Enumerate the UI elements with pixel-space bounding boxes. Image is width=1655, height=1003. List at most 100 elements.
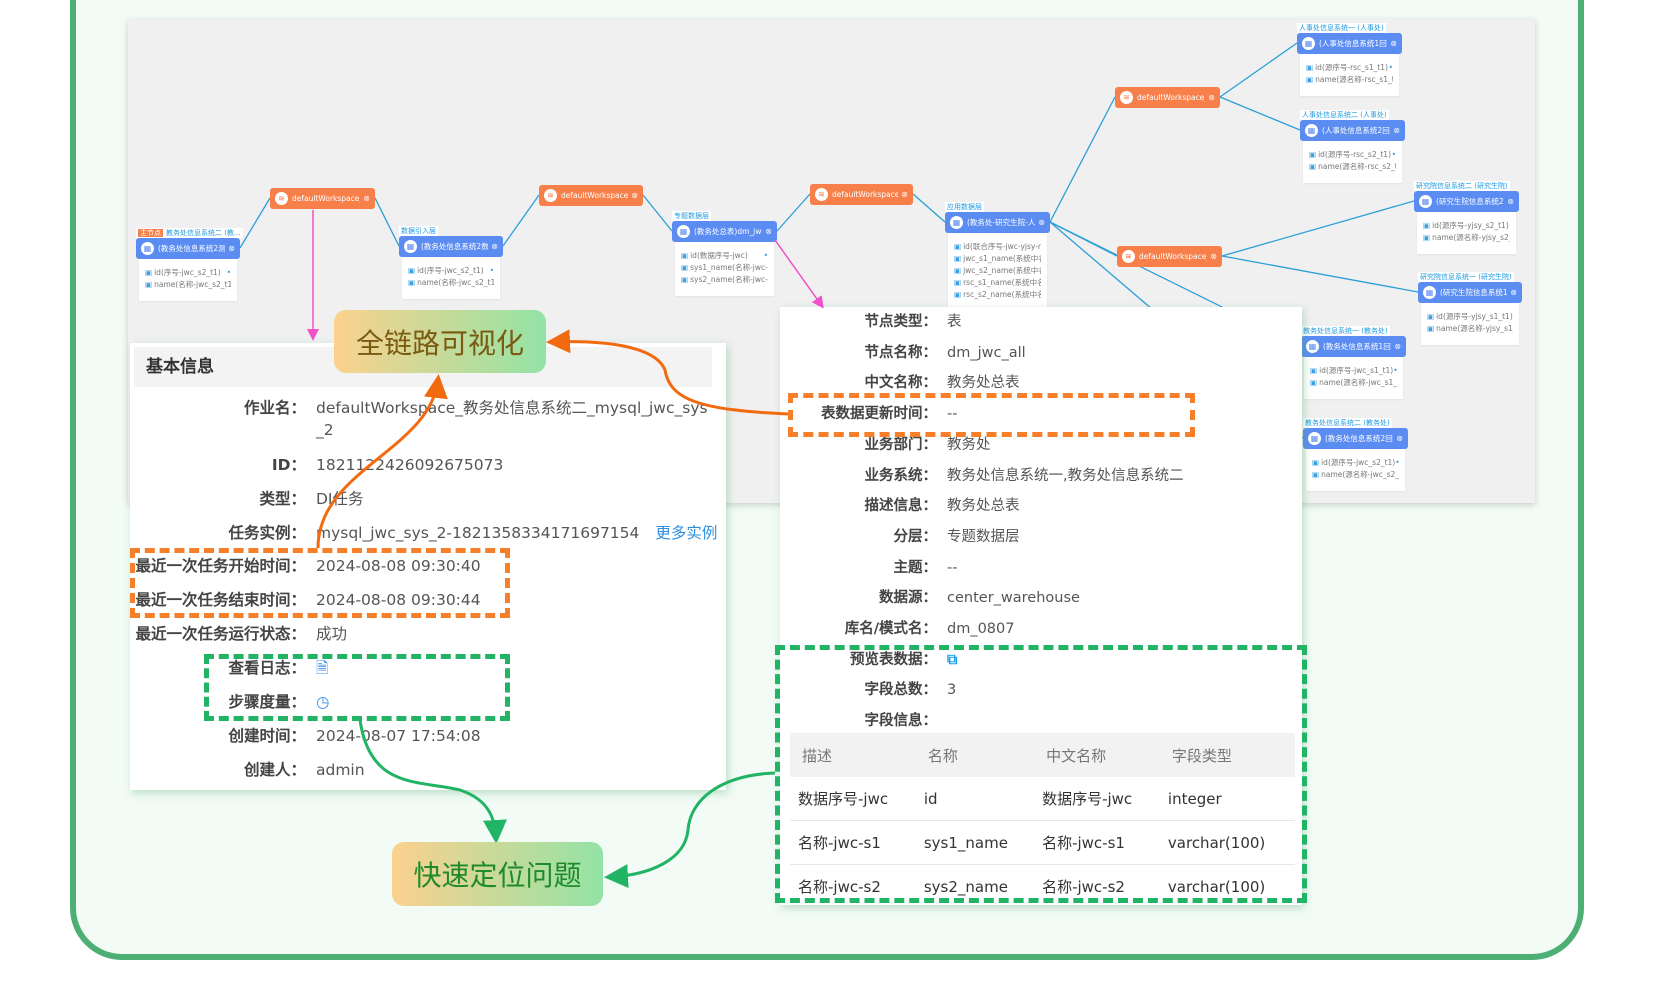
collapse-icon[interactable]: ⊗ bbox=[901, 190, 908, 199]
node-title: (教务处-研究生院-人... bbox=[967, 218, 1036, 227]
info-value: 1821122426092675073 bbox=[316, 456, 504, 474]
collapse-icon[interactable]: ⊗ bbox=[1208, 93, 1215, 102]
lineage-edge bbox=[912, 193, 946, 223]
node-field[interactable]: ▣id(源序号-jwc_s1_t1)• bbox=[1310, 365, 1397, 377]
job-node[interactable]: ≋defaultWorkspace_j...⊗ bbox=[539, 185, 643, 206]
job-node[interactable]: ≋defaultWorkspace_...⊗ bbox=[270, 188, 375, 209]
field-name: name(源名称-yjsy_s1_t1) bbox=[1436, 324, 1513, 333]
node-layer-label: 教务处信息系统二 (教务处) bbox=[1303, 418, 1392, 428]
node-field[interactable]: ▣name(源名称-yjsy_s1_t1)• bbox=[1427, 323, 1513, 335]
node-field[interactable]: ▣name(名称-jwc_s2_t1)• bbox=[408, 277, 494, 289]
layer-text: 教务处信息系统一 (教务处) bbox=[1303, 327, 1388, 335]
node-field[interactable]: ▣name(名称-jwc_s2_t1)• bbox=[145, 279, 231, 291]
node-field[interactable]: ▣name(源名称-yjsy_s2_t1)• bbox=[1423, 232, 1510, 244]
collapse-icon[interactable]: ⊗ bbox=[1510, 288, 1517, 297]
info-row: 最近一次任务运行状态：成功 bbox=[121, 623, 721, 645]
field-name: name(源名称-rsc_s1_t1) bbox=[1315, 75, 1393, 84]
node-field[interactable]: ▣name(源名称-jwc_s2_t1)• bbox=[1312, 469, 1399, 481]
field-name: id(数据序号-jwc) bbox=[690, 251, 748, 260]
node-field[interactable]: ▣rsc_s2_name(系统中名称...• bbox=[954, 289, 1041, 301]
node-fields: ▣id(源序号-jwc_s1_t1)•▣name(源名称-jwc_s1_t1)• bbox=[1304, 357, 1403, 399]
node-field[interactable]: ▣id(数据序号-jwc)• bbox=[681, 250, 768, 262]
node-title: defaultWorkspace_j... bbox=[561, 191, 629, 200]
collapse-icon[interactable]: ⊗ bbox=[1394, 342, 1401, 351]
table-node[interactable]: 人事处信息系统一 (人事处)▦(人事处信息系统1回流...⊗▣id(源序号-rs… bbox=[1297, 23, 1402, 96]
layers-icon: ≋ bbox=[815, 188, 828, 201]
collapse-icon[interactable]: ⊗ bbox=[1390, 39, 1397, 48]
node-field[interactable]: ▣id(源序号-yjsy_s2_t1)• bbox=[1423, 220, 1510, 232]
node-layer-label: 研究院信息系统一 (研究生院) bbox=[1418, 272, 1514, 282]
preview-search-icon[interactable]: ⧉ bbox=[947, 651, 958, 668]
node-info-row: 中文名称：教务处总表 bbox=[777, 372, 1297, 394]
info-row: 类型：DI任务 bbox=[121, 488, 721, 510]
node-field[interactable]: ▣id(源序号-jwc_s2_t1)• bbox=[1312, 457, 1399, 469]
collapse-icon[interactable]: ⊗ bbox=[1210, 252, 1217, 261]
node-field[interactable]: ▣id(源序号-yjsy_s1_t1)• bbox=[1427, 311, 1513, 323]
table-node[interactable]: 教务处信息系统二 (教务处)▦(教务处信息系统2回流...⊗▣id(源序号-jw… bbox=[1303, 418, 1408, 491]
node-layer-label: 人事处信息系统二 (人事处) bbox=[1300, 110, 1389, 120]
node-field[interactable]: ▣id(序号-jwc_s2_t1)• bbox=[145, 267, 231, 279]
info-row: ID：1821122426092675073 bbox=[121, 454, 721, 476]
node-field[interactable]: ▣id(源序号-rsc_s2_t1)• bbox=[1309, 149, 1396, 161]
document-icon[interactable]: 🗎 bbox=[316, 659, 329, 677]
field-name: id(源序号-jwc_s2_t1) bbox=[1321, 458, 1396, 467]
node-field[interactable]: ▣sys1_name(名称-jwc-s1)• bbox=[681, 262, 768, 274]
node-field[interactable]: ▣sys2_name(名称-jwc-s2)• bbox=[681, 274, 768, 286]
table-node[interactable]: 应用数据层▦(教务处-研究生院-人...⊗▣id(联合序号-jwc-yjsy-r… bbox=[945, 202, 1050, 311]
field-icon: ▣ bbox=[1310, 378, 1318, 387]
node-info-label: 业务部门： bbox=[864, 436, 938, 453]
field-name: jwc_s1_name(系统中名称... bbox=[963, 254, 1041, 263]
collapse-icon[interactable]: ⊗ bbox=[491, 242, 498, 251]
field-name: name(源名称-jwc_s1_t1) bbox=[1319, 378, 1397, 387]
node-field[interactable]: ▣rsc_s1_name(系统中名称...• bbox=[954, 277, 1041, 289]
table-node[interactable]: 数据引入层▦(教务处信息系统2数仓...⊗▣id(序号-jwc_s2_t1)•▣… bbox=[399, 226, 503, 299]
job-node[interactable]: ≋defaultWorkspace_j...⊗ bbox=[810, 184, 913, 205]
node-layer-label: 人事处信息系统一 (人事处) bbox=[1297, 23, 1386, 33]
cell: 数据序号-jwc bbox=[1034, 777, 1160, 821]
node-field[interactable]: ▣jwc_s2_name(系统中名称...• bbox=[954, 265, 1041, 277]
collapse-icon[interactable]: ⊗ bbox=[1396, 434, 1403, 443]
table-node[interactable]: 专题数据层▦(教务处总表)dm_jwc_...⊗▣id(数据序号-jwc)•▣s… bbox=[672, 211, 777, 296]
field-name: name(源名称-rsc_s2_t1) bbox=[1318, 162, 1396, 171]
collapse-icon[interactable]: ⊗ bbox=[1393, 126, 1400, 135]
node-field[interactable]: ▣id(序号-jwc_s2_t1)• bbox=[408, 265, 494, 277]
more-instances-link[interactable]: 更多实例 bbox=[655, 524, 718, 542]
job-node[interactable]: ≋defaultWorkspace_A...⊗ bbox=[1115, 87, 1220, 108]
node-fields: ▣id(源序号-yjsy_s1_t1)•▣name(源名称-yjsy_s1_t1… bbox=[1421, 303, 1519, 345]
collapse-icon[interactable]: ⊗ bbox=[1507, 197, 1514, 206]
collapse-icon[interactable]: ⊗ bbox=[765, 227, 772, 236]
collapse-icon[interactable]: ⊗ bbox=[1038, 218, 1045, 227]
node-info-label: 字段信息： bbox=[864, 713, 938, 730]
table-node[interactable]: 人事处信息系统二 (人事处)▦(人事处信息系统2回流...⊗▣id(源序号-rs… bbox=[1300, 110, 1405, 183]
node-field[interactable]: ▣name(源名称-rsc_s1_t1)• bbox=[1306, 74, 1393, 86]
cell: 数据序号-jwc bbox=[790, 777, 916, 821]
field-icon: ▣ bbox=[1312, 458, 1320, 467]
node-field[interactable]: ▣name(源名称-jwc_s1_t1)• bbox=[1310, 377, 1397, 389]
node-info-value: 教务处信息系统一,教务处信息系统二 bbox=[947, 467, 1184, 484]
lineage-edge bbox=[1219, 96, 1301, 131]
node-layer-label: 研究院信息系统二 (研究生院) bbox=[1414, 181, 1510, 191]
collapse-icon[interactable]: ⊗ bbox=[631, 191, 638, 200]
info-label: 任务实例： bbox=[228, 524, 306, 542]
node-title: (教务处信息系统2测试... bbox=[158, 244, 226, 253]
collapse-icon[interactable]: ⊗ bbox=[363, 194, 370, 203]
lineage-edge bbox=[1221, 255, 1419, 293]
node-field[interactable]: ▣name(源名称-rsc_s2_t1)• bbox=[1309, 161, 1396, 173]
table-node[interactable]: 教务处信息系统一 (教务处)▦(教务处信息系统1回流...⊗▣id(源序号-jw… bbox=[1301, 326, 1406, 399]
node-field[interactable]: ▣id(源序号-rsc_s1_t1)• bbox=[1306, 62, 1393, 74]
node-field[interactable]: ▣id(联合序号-jwc-yjsy-rsc)• bbox=[954, 241, 1041, 253]
node-title: (教务处信息系统2数仓... bbox=[421, 242, 489, 251]
table-node[interactable]: 研究院信息系统一 (研究生院)▦(研究生院信息系统1回...⊗▣id(源序号-y… bbox=[1418, 272, 1522, 345]
info-label: 查看日志： bbox=[228, 659, 306, 677]
node-field[interactable]: ▣jwc_s1_name(系统中名称...• bbox=[954, 253, 1041, 265]
collapse-icon[interactable]: ⊗ bbox=[228, 244, 235, 253]
port-icon: • bbox=[489, 266, 494, 275]
field-name: rsc_s1_name(系统中名称... bbox=[963, 278, 1041, 287]
port-icon: • bbox=[1388, 63, 1393, 72]
pie-chart-icon[interactable]: ◷ bbox=[316, 693, 330, 711]
table-node[interactable]: 研究院信息系统二 (研究生院)▦(研究生院信息系统2回...⊗▣id(源序号-y… bbox=[1414, 181, 1519, 254]
job-node[interactable]: ≋defaultWorkspace_A...⊗ bbox=[1117, 246, 1222, 267]
